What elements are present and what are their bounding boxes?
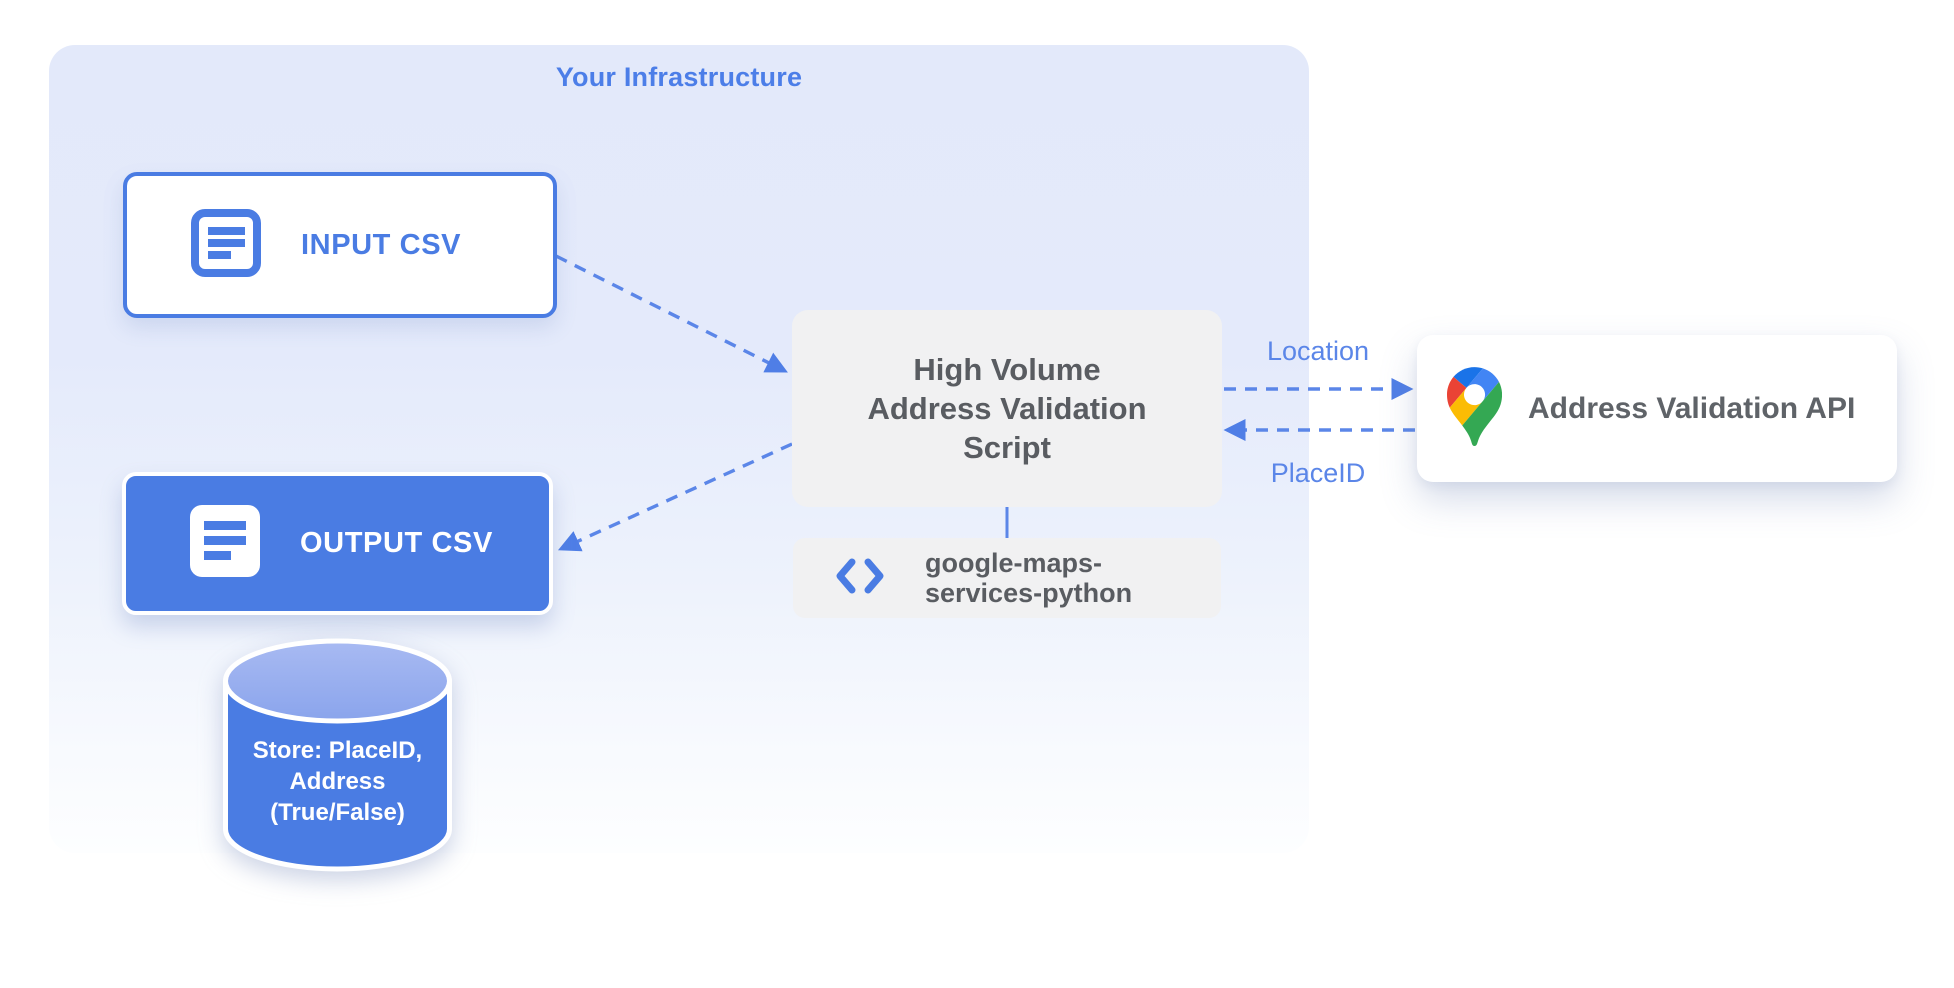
document-icon	[191, 208, 261, 282]
output-csv-label: OUTPUT CSV	[300, 527, 493, 559]
api-node: Address Validation API	[1417, 335, 1897, 482]
input-csv-node: INPUT CSV	[123, 172, 557, 318]
input-csv-label: INPUT CSV	[301, 228, 462, 261]
placeid-edge-label: PlaceID	[1270, 458, 1366, 488]
api-label: Address Validation API	[1528, 391, 1856, 425]
google-maps-pin-icon	[1447, 366, 1503, 451]
document-icon	[190, 505, 260, 582]
database-cylinder-icon	[218, 638, 457, 882]
datastore-node: Store: PlaceID, Address (True/False)	[218, 636, 457, 878]
infrastructure-title: Your Infrastructure	[555, 62, 803, 92]
validation-script-node: High Volume Address Validation Script	[792, 310, 1222, 507]
library-label: google-maps- services-python	[925, 548, 1133, 608]
location-edge-label: Location	[1266, 336, 1370, 366]
validation-script-label: High Volume Address Validation Script	[867, 352, 1147, 465]
code-icon	[835, 557, 885, 600]
library-node: google-maps- services-python	[793, 538, 1221, 618]
output-csv-node: OUTPUT CSV	[122, 472, 553, 615]
datastore-label: Store: PlaceID, Address (True/False)	[252, 737, 423, 826]
